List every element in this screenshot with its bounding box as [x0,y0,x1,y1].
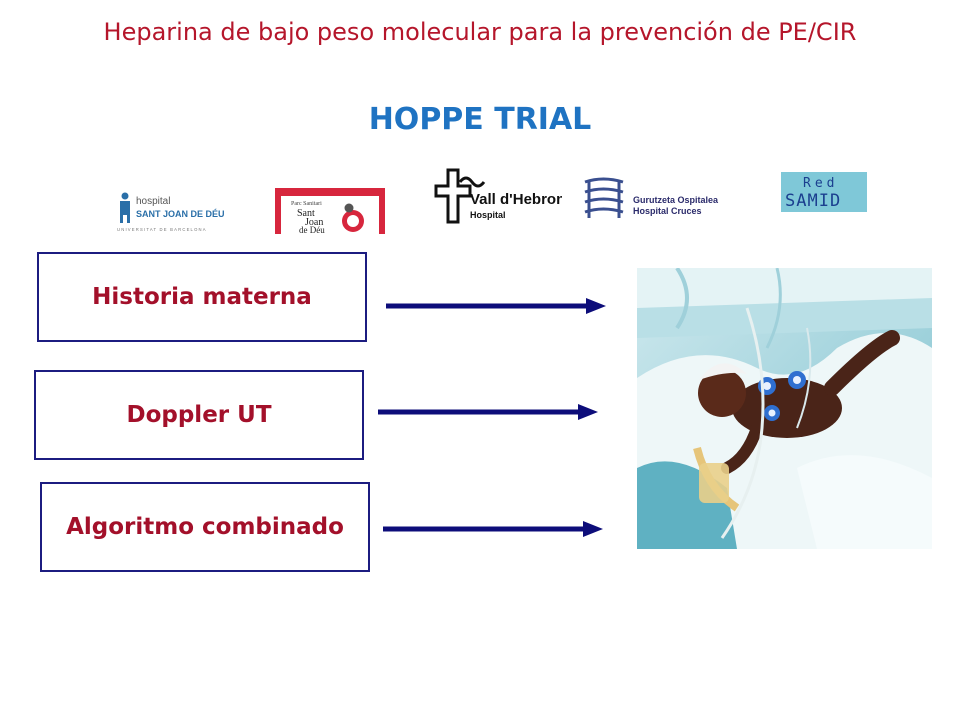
vall-line2: Hospital [470,210,506,220]
parc-line3: Joan [305,217,323,228]
logo-red-samid: Red SAMID [781,172,867,212]
vall-line1: Vall d'Hebron [470,191,562,208]
logo-hospital-cruces: Gurutzeta Ospitalea Hospital Cruces [583,176,723,224]
box-algoritmo-combinado: Algoritmo combinado [40,482,370,572]
vall-logo-graphic: Vall d'Hebron Hospital [434,168,562,224]
box-label: Algoritmo combinado [66,514,344,540]
samid-line1: Red [803,176,838,191]
arrow-3-icon [383,521,603,537]
sjd-figure-icon [120,192,130,223]
sjd-line1: hospital [136,196,170,207]
cruces-line2: Hospital Cruces [633,206,702,216]
box-label: Doppler UT [126,402,272,428]
sjd-logo-graphic: hospital SANT JOAN DE DÉU UNIVERSITAT DE… [117,192,225,232]
logo-parc-sanitari: Parc Sanitari Sant Joan de Déu [275,188,385,234]
logo-hospital-sant-joan-de-deu: hospital SANT JOAN DE DÉU UNIVERSITAT DE… [116,190,226,234]
cruces-line1: Gurutzeta Ospitalea [633,195,719,205]
vall-cross-icon [434,168,472,224]
cruces-emblem-icon [584,177,624,218]
parc-line1: Parc Sanitari [291,201,322,207]
arrow-1-icon [386,298,606,314]
incubator-infant-photo [637,268,932,549]
slide-title: Heparina de bajo peso molecular para la … [103,18,857,46]
cruces-logo-graphic: Gurutzeta Ospitalea Hospital Cruces [584,177,719,218]
trial-heading: HOPPE TRIAL [368,102,592,137]
samid-line2: SAMID [785,191,841,211]
logo-vall-dhebron: Vall d'Hebron Hospital [434,168,562,224]
sjd-line2: SANT JOAN DE DÉU [136,209,225,219]
parc-line4: de Déu [299,225,325,234]
parc-line2: Sant [297,208,315,219]
sjd-line3: UNIVERSITAT DE BARCELONA [117,227,207,232]
box-doppler-ut: Doppler UT [34,370,364,460]
arrow-2-icon [378,404,598,420]
samid-logo-graphic: Red SAMID [781,172,867,212]
parc-logo-graphic: Parc Sanitari Sant Joan de Déu [275,188,385,234]
box-historia-materna: Historia materna [37,252,367,342]
box-label: Historia materna [92,284,312,310]
